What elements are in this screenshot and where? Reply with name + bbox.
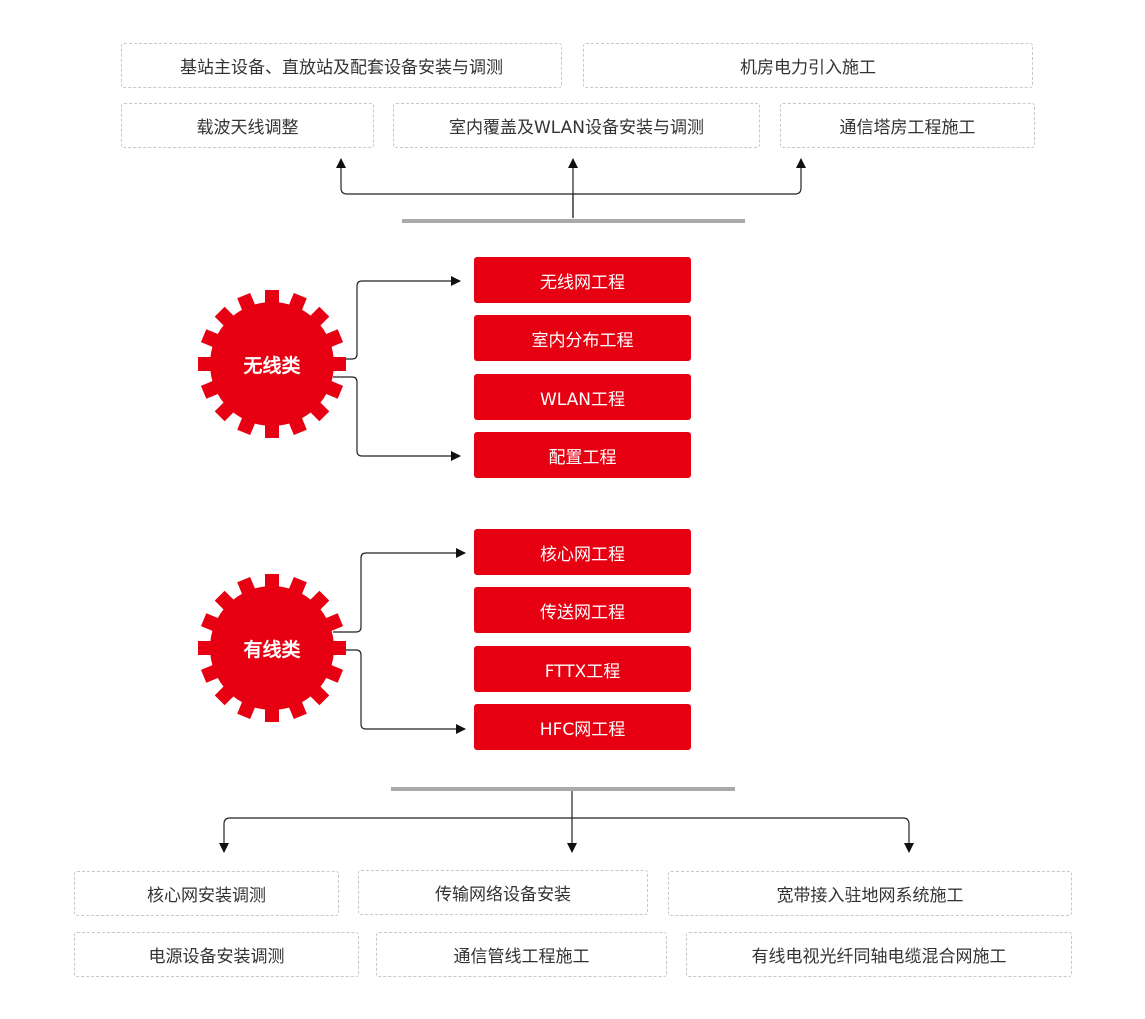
- wireless-gear-icon: [198, 290, 346, 438]
- top-task-box: 通信塔房工程施工: [780, 103, 1035, 148]
- wired-item: 传送网工程: [474, 587, 691, 633]
- wired-item: HFC网工程: [474, 704, 691, 750]
- wireless-category-label: 无线类: [243, 355, 301, 377]
- bottom-task-box: 通信管线工程施工: [376, 932, 667, 977]
- bottom-task-box: 传输网络设备安装: [358, 870, 648, 915]
- top-task-box: 室内覆盖及WLAN设备安装与调测: [393, 103, 760, 148]
- bottom-task-box: 电源设备安装调测: [74, 932, 359, 977]
- wired-category-label: 有线类: [243, 639, 301, 661]
- top-connector-right: [573, 158, 806, 195]
- wired-gear-icon: [198, 574, 346, 722]
- bottom-connector-right: [572, 817, 914, 853]
- wireless-connector-upper: [333, 276, 461, 360]
- bottom-connector-left: [219, 817, 572, 853]
- wired-item: FTTX工程: [474, 646, 691, 692]
- top-task-box: 机房电力引入施工: [583, 43, 1033, 88]
- wired-connector-lower: [333, 649, 466, 734]
- bottom-task-box: 核心网安装调测: [74, 871, 339, 916]
- wireless-connector-lower: [333, 376, 461, 461]
- bottom-task-box: 有线电视光纤同轴电缆混合网施工: [686, 932, 1072, 977]
- wired-item: 核心网工程: [474, 529, 691, 575]
- top-task-box: 基站主设备、直放站及配套设备安装与调测: [121, 43, 562, 88]
- top-connector-left: [336, 158, 574, 218]
- wireless-item: 配置工程: [474, 432, 691, 478]
- wireless-item: WLAN工程: [474, 374, 691, 420]
- top-task-box: 载波天线调整: [121, 103, 374, 148]
- bottom-task-box: 宽带接入驻地网系统施工: [668, 871, 1072, 916]
- wired-connector-upper: [333, 548, 466, 633]
- wireless-item: 无线网工程: [474, 257, 691, 303]
- wireless-item: 室内分布工程: [474, 315, 691, 361]
